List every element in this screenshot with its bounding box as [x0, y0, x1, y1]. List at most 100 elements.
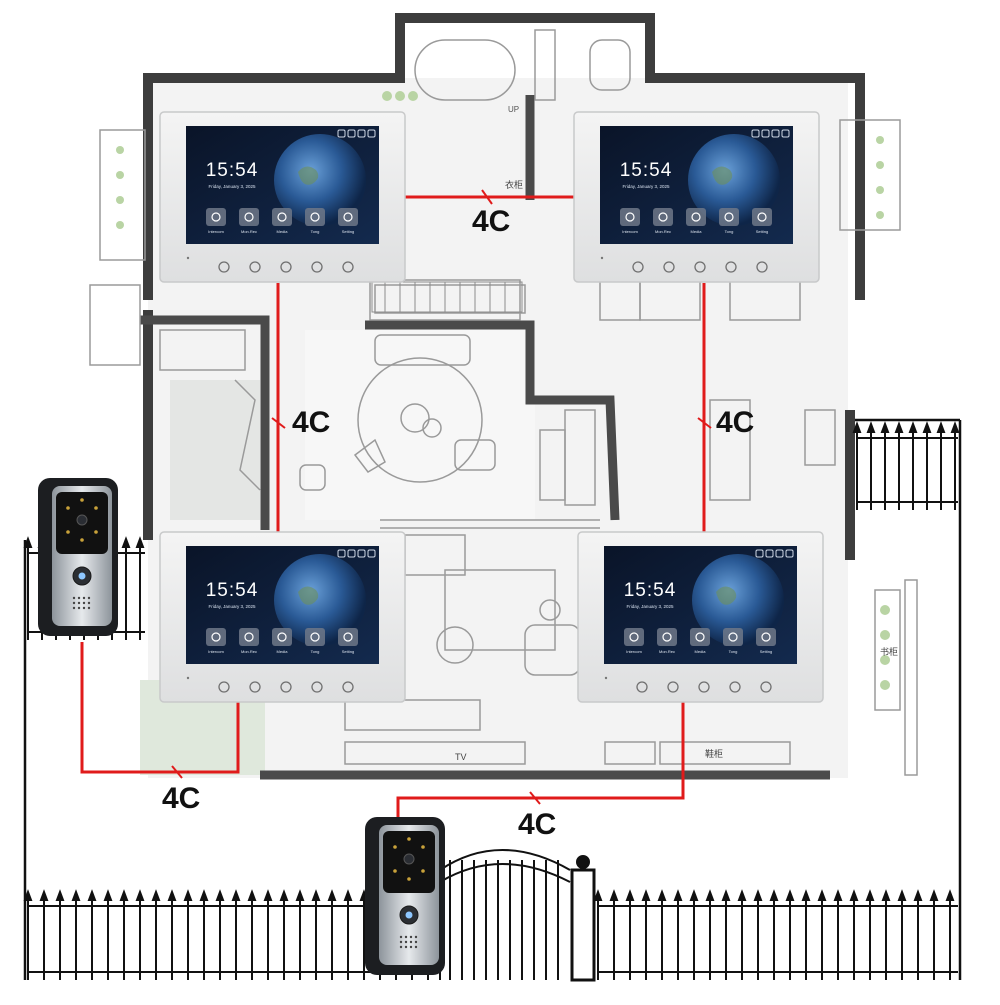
app-button-tong[interactable]: Tong [305, 628, 325, 654]
app-button-tile [305, 628, 325, 646]
doorbell-left [38, 478, 118, 636]
app-button-label: Intercom [208, 649, 224, 654]
app-button-monrec[interactable]: Mon.Rec [653, 208, 673, 234]
phone-icon[interactable] [632, 261, 644, 273]
app-button-setting[interactable]: Setting [338, 208, 358, 234]
fence-perimeter [23, 418, 962, 980]
call-icon[interactable] [280, 681, 292, 693]
app-button-tile [653, 208, 673, 226]
fence-bottom-right-spike [801, 889, 811, 901]
speaker-grille-hole [414, 945, 418, 949]
speaker-grille-hole [409, 945, 413, 949]
speaker-grille-hole [399, 935, 403, 939]
app-button-tong[interactable]: Tong [723, 628, 743, 654]
app-button-label: Mon.Rec [659, 649, 675, 654]
app-button-setting[interactable]: Setting [752, 208, 772, 234]
phone-icon[interactable] [218, 681, 230, 693]
fence-bottom-right-spike [625, 889, 635, 901]
fence-bottom-left-spike [135, 889, 145, 901]
app-button-media[interactable]: Media [690, 628, 710, 654]
fence-bottom-right-spike [593, 889, 603, 901]
app-button-intercom[interactable]: Intercom [206, 208, 226, 234]
app-icon [211, 212, 221, 222]
speaker-grille-hole [82, 596, 86, 600]
fence-bottom-left-spike [183, 889, 193, 901]
settings-icon[interactable] [760, 681, 772, 693]
app-button-setting[interactable]: Setting [338, 628, 358, 654]
camera-icon[interactable] [249, 261, 261, 273]
app-button-monrec[interactable]: Mon.Rec [239, 628, 259, 654]
phone-icon[interactable] [636, 681, 648, 693]
call-icon[interactable] [280, 261, 292, 273]
app-button-tile [206, 628, 226, 646]
camera-icon[interactable] [663, 261, 675, 273]
app-button-label: Setting [756, 229, 768, 234]
status-icon [771, 129, 780, 138]
indicator-led [186, 256, 190, 260]
fence-bottom-left-spike [167, 889, 177, 901]
earth-land [298, 166, 319, 185]
speaker-grille-hole [414, 935, 418, 939]
earth-wallpaper [688, 134, 780, 226]
app-button-label: Media [695, 649, 707, 654]
app-button-monrec[interactable]: Mon.Rec [239, 208, 259, 234]
tv-label: TV [455, 752, 467, 762]
settings-icon[interactable] [342, 681, 354, 693]
camera-icon[interactable] [667, 681, 679, 693]
doorbell-gate [365, 817, 445, 975]
app-button-label: Mon.Rec [655, 229, 671, 234]
settings-icon[interactable] [342, 261, 354, 273]
app-icon [343, 632, 353, 642]
app-button-tong[interactable]: Tong [305, 208, 325, 234]
app-button-media[interactable]: Media [272, 628, 292, 654]
fence-bottom-right-spike [673, 889, 683, 901]
fence-bottom-right-spike [881, 889, 891, 901]
main-gate [439, 849, 596, 982]
cables [80, 195, 706, 842]
fence-bottom-left-spike [23, 889, 33, 901]
phone-icon[interactable] [218, 261, 230, 273]
cable-label-top: 4C [472, 205, 510, 238]
status-icon [761, 129, 770, 138]
app-button-setting[interactable]: Setting [756, 628, 776, 654]
speaker-grille-hole [77, 601, 81, 605]
app-button-monrec[interactable]: Mon.Rec [657, 628, 677, 654]
app-button-media[interactable]: Media [272, 208, 292, 234]
app-button-intercom[interactable]: Intercom [206, 628, 226, 654]
settings-icon[interactable] [756, 261, 768, 273]
living-room-floor [305, 330, 535, 520]
app-button-label: Media [277, 229, 289, 234]
unlock-icon[interactable] [725, 261, 737, 273]
unlock-icon[interactable] [311, 681, 323, 693]
earth-land [716, 586, 737, 605]
call-icon[interactable] [694, 261, 706, 273]
app-button-media[interactable]: Media [686, 208, 706, 234]
app-button-intercom[interactable]: Intercom [620, 208, 640, 234]
fence-bottom-right-spike [657, 889, 667, 901]
app-icon [761, 632, 771, 642]
unlock-icon[interactable] [311, 261, 323, 273]
status-icon [755, 549, 764, 558]
app-icon [625, 212, 635, 222]
gate-bars [449, 860, 559, 980]
fence-left-spike [135, 536, 145, 548]
app-button-tile [338, 628, 358, 646]
app-button-tong[interactable]: Tong [719, 208, 739, 234]
fence-right-spike [908, 421, 918, 433]
cable-label-right: 4C [716, 406, 754, 439]
camera-icon[interactable] [249, 681, 261, 693]
app-button-label: Media [691, 229, 703, 234]
app-button-intercom[interactable]: Intercom [624, 628, 644, 654]
speaker-grille-hole [87, 606, 91, 610]
status-icon [347, 549, 356, 558]
fence-bottom-left-spike [199, 889, 209, 901]
ir-led [393, 869, 397, 873]
cable-label-left: 4C [292, 406, 330, 439]
unlock-icon[interactable] [729, 681, 741, 693]
call-icon[interactable] [698, 681, 710, 693]
fence-bottom-right-spike [689, 889, 699, 901]
speaker-grille-hole [409, 940, 413, 944]
status-icon [357, 549, 366, 558]
earth-wallpaper [274, 554, 366, 646]
fence-bottom-right-spike [641, 889, 651, 901]
